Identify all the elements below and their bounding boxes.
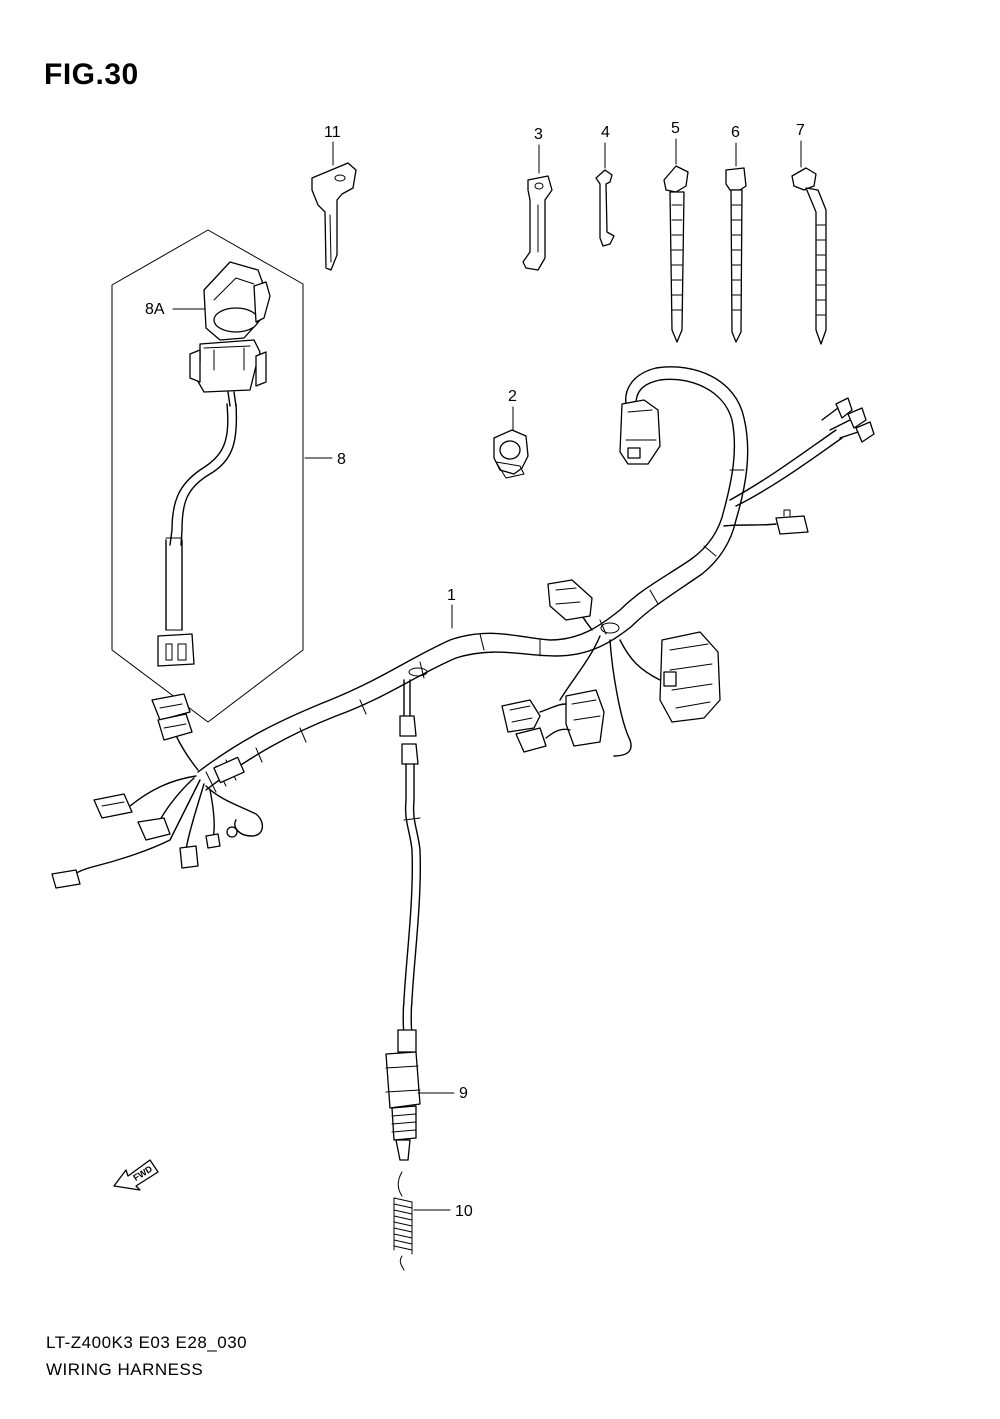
clip-part-2: 2 — [493, 388, 529, 479]
clamp-part-4: 4 — [595, 124, 615, 247]
callout-1: 1 — [447, 587, 456, 604]
spring-part-10: 10 — [393, 1171, 473, 1271]
main-harness-part-1: 1 — [51, 366, 875, 889]
figure-title: FIG.30 — [44, 58, 139, 91]
callout-6: 6 — [731, 124, 740, 141]
clamp-part-3: 3 — [522, 126, 553, 271]
callout-2: 2 — [508, 388, 517, 405]
cable-tie-part-5: 5 — [663, 120, 689, 343]
callout-10: 10 — [455, 1203, 473, 1220]
callout-9: 9 — [459, 1085, 468, 1102]
sensor-part-9: 9 — [385, 679, 468, 1161]
callout-8: 8 — [337, 451, 346, 468]
callout-5: 5 — [671, 120, 680, 137]
callout-8a: 8A — [145, 301, 165, 318]
figure-name: WIRING HARNESS — [46, 1360, 204, 1379]
callout-4: 4 — [601, 124, 610, 141]
cable-tie-part-7: 7 — [791, 122, 827, 345]
key-part-11: 11 — [311, 124, 357, 271]
callout-7: 7 — [796, 122, 805, 139]
cable-tie-part-6: 6 — [725, 124, 747, 343]
callout-3: 3 — [534, 126, 543, 143]
ignition-switch-assembly-part-8: 8 8A — [111, 229, 346, 723]
model-code: LT-Z400K3 E03 E28_030 — [46, 1333, 248, 1352]
forward-arrow-icon: FWD — [113, 1159, 159, 1191]
callout-11: 11 — [324, 124, 341, 141]
